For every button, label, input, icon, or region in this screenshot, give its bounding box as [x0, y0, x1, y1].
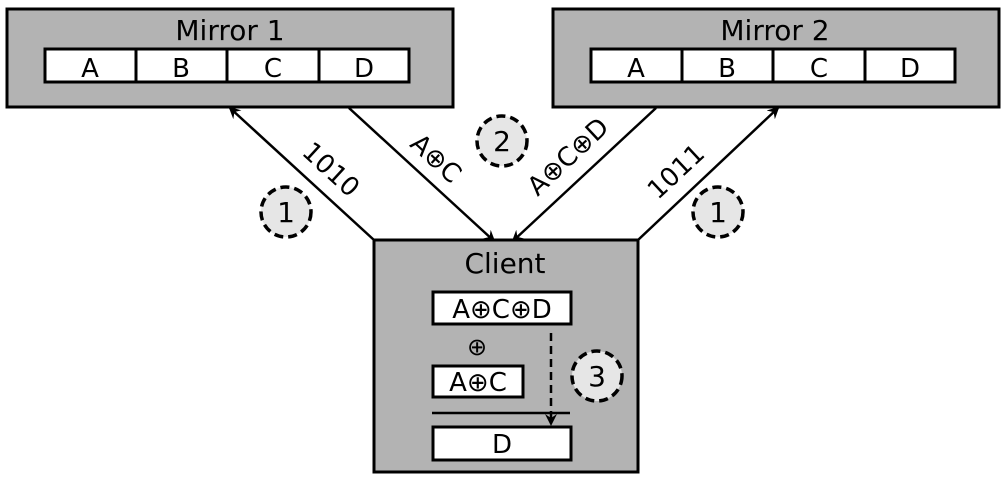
mirror-1-blocks: A B C D [43, 47, 411, 84]
svg-text:3: 3 [588, 360, 606, 393]
block-label: A [81, 54, 99, 84]
mirror-2-blocks: A B C D [589, 47, 957, 84]
block-cell [317, 47, 411, 84]
step-markers: 1 2 1 [259, 114, 745, 239]
block-label: C [810, 54, 828, 84]
operand-1-label: A⊕C⊕D [452, 295, 552, 325]
result-box [431, 425, 573, 462]
block-cell [771, 47, 867, 84]
operand-2-label: A⊕C [449, 368, 507, 398]
svg-text:1: 1 [709, 196, 727, 229]
operand-2-box [431, 364, 525, 399]
block-label: D [900, 54, 920, 84]
mirror-2: Mirror 2 A B C D [551, 7, 1001, 109]
step-3-marker: 3 [570, 349, 624, 403]
svg-text:1: 1 [277, 196, 295, 229]
mirror-1-title: Mirror 1 [175, 14, 284, 47]
response-arrow-mirror-1 [348, 107, 496, 243]
client-title: Client [464, 247, 545, 280]
block-label: A [627, 54, 645, 84]
block-cell [134, 47, 229, 84]
step-1-right-marker: 1 [691, 185, 745, 239]
block-cell [43, 47, 138, 84]
result-label: D [492, 430, 512, 460]
operand-1-box [431, 290, 573, 326]
block-label: D [354, 54, 374, 84]
mirror-1: Mirror 1 A B C D [5, 7, 455, 109]
mirror-2-title: Mirror 2 [720, 14, 829, 47]
block-label: C [264, 54, 282, 84]
response-arrow-mirror-2 [511, 107, 657, 243]
query-arrow-mirror-2 [637, 106, 780, 241]
step-1-left-marker: 1 [259, 185, 313, 239]
query-label-mirror-1: 1010 [296, 137, 365, 204]
block-cell [863, 47, 957, 84]
step-2-marker: 2 [475, 114, 529, 168]
svg-text:2: 2 [493, 125, 511, 158]
query-arrow-mirror-1 [228, 106, 375, 241]
block-label: B [718, 54, 736, 84]
response-label-mirror-1: A⊕C [404, 129, 467, 190]
client: Client A⊕C⊕D ⊕ A⊕C D 3 [372, 238, 640, 474]
block-cell [680, 47, 775, 84]
block-label: B [172, 54, 190, 84]
xor-operator: ⊕ [467, 333, 487, 361]
